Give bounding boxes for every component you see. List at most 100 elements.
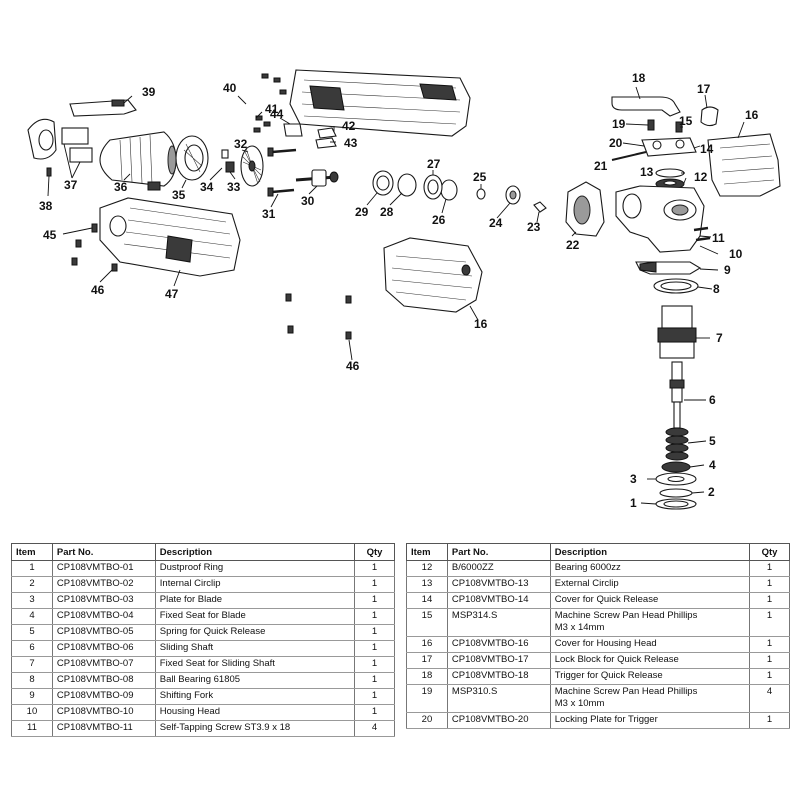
head-assembly-stack — [611, 96, 781, 510]
part-fixed-seat-sliding-shaft — [657, 305, 697, 359]
part-internal-circlip — [659, 488, 693, 498]
callout-17: 17 — [697, 82, 711, 96]
drivetrain-row — [221, 145, 605, 237]
cell-item: 4 — [11, 608, 53, 625]
motor-group — [27, 99, 209, 191]
cell-qty: 1 — [354, 624, 395, 641]
exploded-parts-diagram: 18 17 19 15 20 14 16 21 13 12 11 10 9 8 … — [27, 69, 781, 510]
part-cover-housing-head-top — [707, 133, 781, 197]
cell-part-no: CP108VMTBO-11 — [51, 720, 156, 737]
callout-3: 3 — [630, 472, 637, 486]
part-motor-end-cap — [175, 135, 209, 181]
part-pin — [611, 151, 647, 161]
callout-24: 24 — [489, 216, 503, 230]
cell-part-no: CP108VMTBO-05 — [51, 624, 156, 641]
callout-30: 30 — [301, 194, 315, 208]
part-brush-holders — [61, 127, 93, 163]
table-header-row: Item Part No. Description Qty — [406, 543, 790, 561]
cell-qty: 1 — [354, 608, 395, 625]
part-plate-39 — [69, 99, 137, 117]
cell-description: Spring for Quick Release — [154, 624, 356, 641]
cell-description: Internal Circlip — [154, 576, 356, 593]
cell-qty: 1 — [354, 672, 395, 689]
cell-qty: 1 — [354, 576, 395, 593]
callout-39: 39 — [142, 85, 156, 99]
part-motor — [99, 131, 177, 187]
cell-part-no: CP108VMTBO-04 — [51, 608, 156, 625]
cell-qty: 1 — [749, 652, 790, 669]
callout-31: 31 — [262, 207, 276, 221]
cell-qty: 1 — [354, 656, 395, 673]
cell-description: External Circlip — [549, 576, 751, 593]
callout-15: 15 — [679, 114, 693, 128]
cell-part-no: CP108VMTBO-18 — [446, 668, 551, 685]
callout-1: 1 — [630, 496, 637, 510]
description-line-2: M3 x 14mm — [554, 622, 605, 633]
part-sliding-shaft — [669, 361, 685, 429]
cell-part-no: CP108VMTBO-08 — [51, 672, 156, 689]
cell-item: 12 — [406, 560, 448, 577]
cell-part-no: CP108VMTBO-14 — [446, 592, 551, 609]
part-eccentric-shaft — [295, 169, 339, 187]
callout-44: 44 — [270, 107, 284, 121]
header-qty: Qty — [749, 543, 790, 561]
callout-21: 21 — [594, 159, 608, 173]
cell-part-no: MSP310.S — [446, 684, 551, 713]
callout-28: 28 — [380, 205, 394, 219]
callout-41: 41 — [265, 102, 279, 116]
callout-27: 27 — [427, 157, 441, 171]
description-line-1: Machine Screw Pan Head Phillips — [554, 686, 698, 697]
callout-38: 38 — [39, 199, 53, 213]
header-part-no: Part No. — [446, 543, 551, 561]
header-description: Description — [549, 543, 751, 561]
cell-item: 15 — [406, 608, 448, 637]
cell-part-no: B/6000ZZ — [446, 560, 551, 577]
cell-part-no: CP108VMTBO-16 — [446, 636, 551, 653]
part-screws-center — [285, 293, 352, 340]
callout-46-left: 46 — [91, 283, 105, 297]
cell-qty: 1 — [354, 640, 395, 657]
cell-item: 3 — [11, 592, 53, 609]
callout-29: 29 — [355, 205, 369, 219]
part-34 — [221, 149, 229, 159]
cell-item: 1 — [11, 560, 53, 577]
cell-qty: 1 — [749, 592, 790, 609]
part-main-housing-lower — [99, 197, 241, 277]
part-lock-block — [700, 106, 719, 127]
callout-42: 42 — [342, 119, 356, 133]
callout-12: 12 — [694, 170, 708, 184]
cell-part-no: CP108VMTBO-01 — [51, 560, 156, 577]
cell-description: Sliding Shaft — [154, 640, 356, 657]
cell-item: 14 — [406, 592, 448, 609]
callout-33: 33 — [227, 180, 241, 194]
callout-34: 34 — [200, 180, 214, 194]
cell-description: Housing Head — [154, 704, 356, 721]
part-42 — [317, 127, 337, 139]
cell-description: Trigger for Quick Release — [549, 668, 751, 685]
cell-part-no: CP108VMTBO-07 — [51, 656, 156, 673]
callout-46-center: 46 — [346, 359, 360, 373]
cell-description: Cover for Housing Head — [549, 636, 751, 653]
callout-14: 14 — [700, 142, 714, 156]
part-screw-33 — [225, 161, 235, 173]
part-screws-31 — [267, 147, 297, 197]
header-description: Description — [154, 543, 356, 561]
cell-part-no: CP108VMTBO-03 — [51, 592, 156, 609]
callout-19: 19 — [612, 117, 626, 131]
callout-7: 7 — [716, 331, 723, 345]
